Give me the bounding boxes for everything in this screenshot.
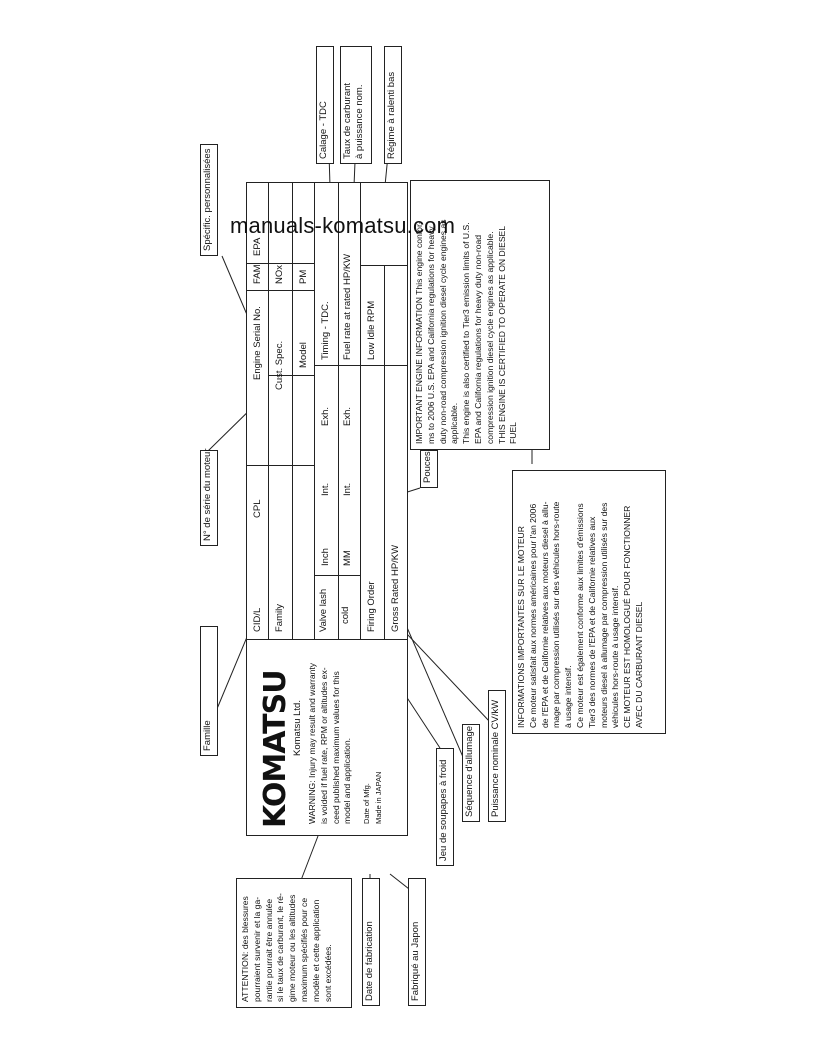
pm-label: PM: [298, 269, 309, 284]
date-of-mfg: Date of Mfg.: [362, 783, 371, 824]
nox-label: NOx: [274, 265, 285, 284]
family-label: Family: [274, 604, 285, 632]
model-label: Model: [298, 342, 309, 368]
callout-puissance: Puissance nominale CV/kW: [488, 690, 506, 822]
cid-l-label: CID/L: [252, 607, 263, 632]
int-mm-label: Int.: [342, 482, 353, 496]
cpl-label: CPL: [252, 499, 263, 518]
mm-label: MM: [342, 550, 353, 566]
callout-jeu: Jeu de soupapes à froid: [436, 748, 454, 866]
gross-rated-label: Gross Rated HP/KW: [390, 544, 401, 632]
callout-calage: Calage - TDC: [316, 46, 334, 164]
timing-label: Timing - TDC.: [320, 301, 331, 360]
made-in: Made in JAPAN: [374, 771, 383, 824]
callout-famille: Famille: [200, 626, 218, 756]
callout-date-fab: Date de fabrication: [362, 878, 380, 1006]
epa-label: EPA: [252, 237, 263, 256]
company-name: Komatsu Ltd.: [292, 700, 303, 756]
komatsu-logo: KOMATSU: [258, 670, 293, 828]
engine-serial-label: Engine Serial No.: [252, 306, 263, 380]
exh-mm-label: Exh.: [342, 406, 353, 426]
cold-label: cold: [340, 606, 351, 624]
callout-regime: Régime à ralenti bas: [384, 46, 402, 164]
firing-order-label: Firing Order: [366, 581, 377, 632]
cust-spec-label: Cust. Spec.: [274, 340, 285, 390]
watermark: manuals-komatsu.com: [230, 213, 456, 238]
callout-sequence: Séquence d'allumage: [462, 724, 480, 822]
low-idle-label: Low Idle RPM: [366, 300, 377, 360]
inch-label: Inch: [320, 548, 331, 566]
callout-fabrique: Fabriqué au Japon: [408, 878, 426, 1006]
callout-specif: Spécific. personnalisées: [200, 144, 218, 256]
int-inch-label: Int.: [320, 482, 331, 496]
exh-inch-label: Exh.: [320, 406, 331, 426]
fuel-rate-label: Fuel rate at rated HP/KW: [342, 253, 353, 360]
fam-label: FAM: [252, 264, 263, 284]
callout-pouces: Pouces: [420, 450, 438, 488]
callout-serie: N° de série du moteur: [200, 448, 218, 546]
valve-lash-label: Valve lash: [318, 588, 329, 632]
